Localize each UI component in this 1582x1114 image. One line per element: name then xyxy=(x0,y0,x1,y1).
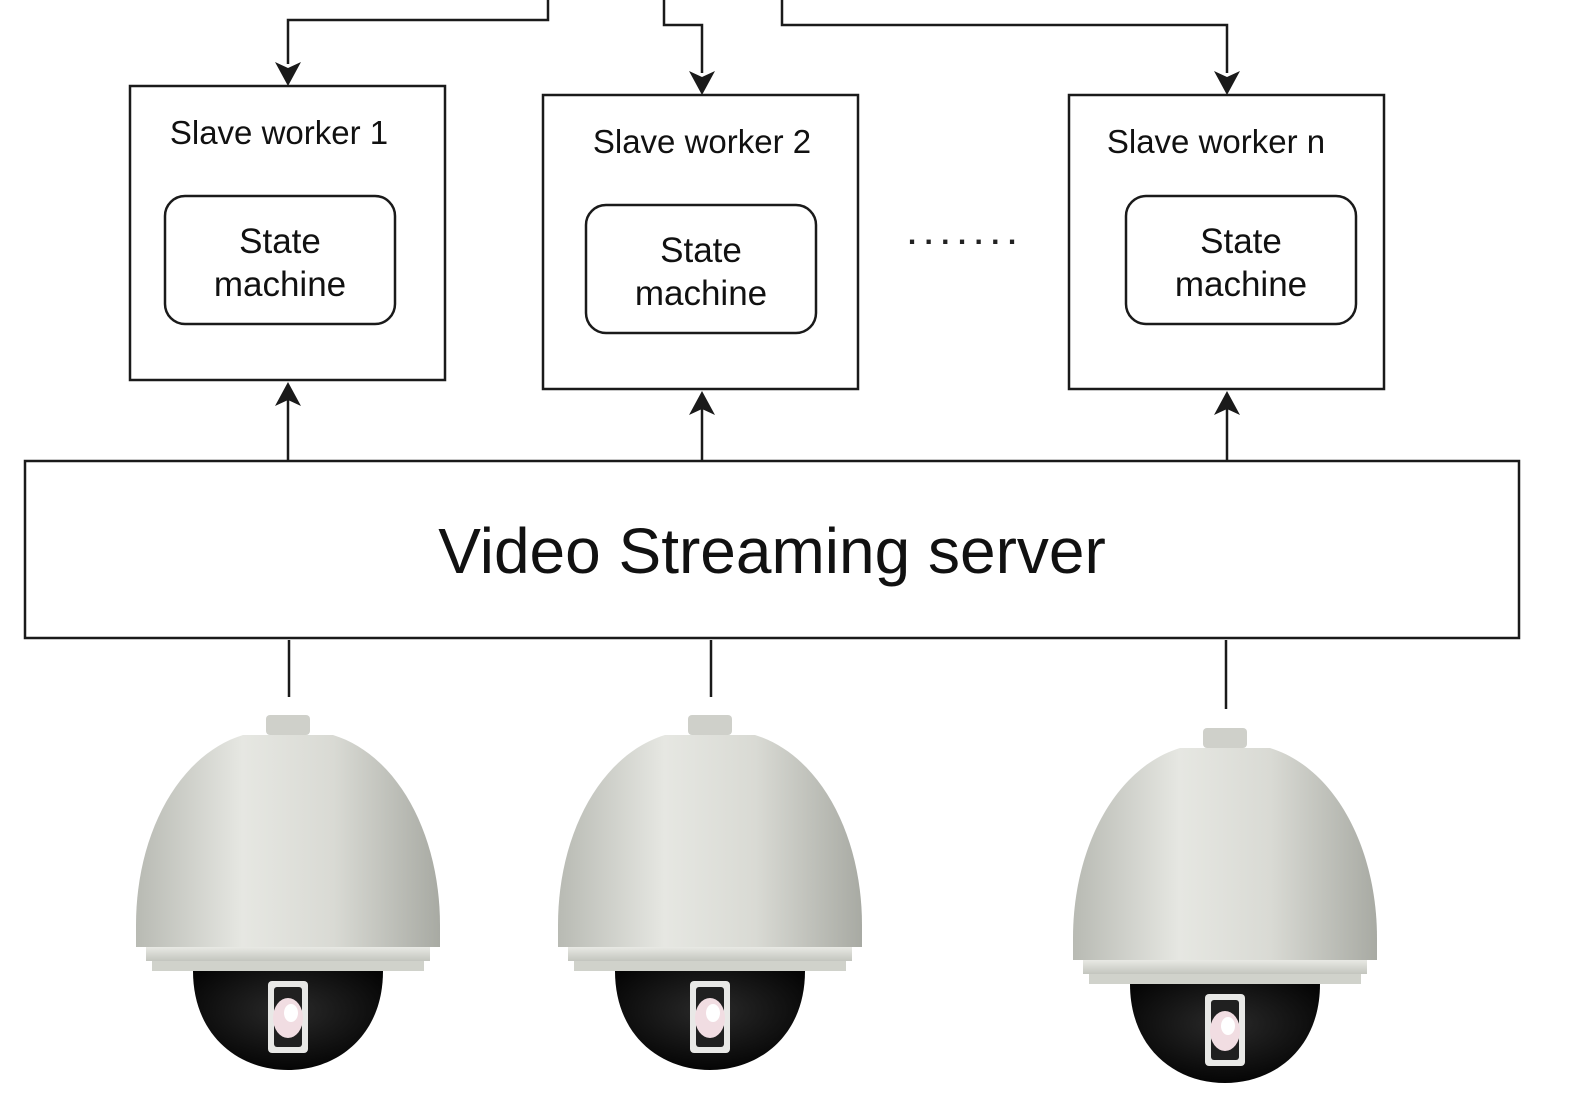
connector-top-2 xyxy=(662,0,704,73)
state-machine-label-line1: State xyxy=(1200,222,1282,261)
slave-worker-1: Slave worker 1 State machine xyxy=(128,84,447,382)
arrowhead-up-n xyxy=(1214,391,1240,415)
state-machine-label-line1: State xyxy=(660,231,742,270)
slave-worker-2: Slave worker 2 State machine xyxy=(541,93,860,391)
server-label: Video Streaming server xyxy=(438,515,1106,587)
dome-camera-icon xyxy=(136,715,440,1070)
state-machine-box xyxy=(584,203,818,335)
arrowhead-top-2 xyxy=(689,71,715,95)
state-machine-label-line2: machine xyxy=(1175,265,1307,304)
arrowhead-up-1 xyxy=(275,382,301,406)
state-machine-label-line2: machine xyxy=(214,265,346,304)
slave-worker-n: Slave worker n State machine xyxy=(1067,93,1386,391)
worker-title: Slave worker 1 xyxy=(170,114,388,151)
state-machine-box xyxy=(1124,194,1358,326)
worker-title: Slave worker 2 xyxy=(593,123,811,160)
arrowhead-top-1 xyxy=(275,62,301,86)
state-machine-label-line1: State xyxy=(239,222,321,261)
state-machine-box xyxy=(163,194,397,326)
connector-top-n xyxy=(780,0,1229,73)
arrowhead-up-2 xyxy=(689,391,715,415)
dome-camera-icon xyxy=(558,715,862,1070)
worker-title: Slave worker n xyxy=(1107,123,1325,160)
ellipsis: . . . . . . . xyxy=(908,218,1016,251)
arrowhead-top-n xyxy=(1214,71,1240,95)
state-machine-label-line2: machine xyxy=(635,274,767,313)
video-streaming-server: Video Streaming server xyxy=(23,459,1521,640)
dome-camera-icon xyxy=(1073,728,1377,1083)
connector-top-1 xyxy=(286,0,550,64)
